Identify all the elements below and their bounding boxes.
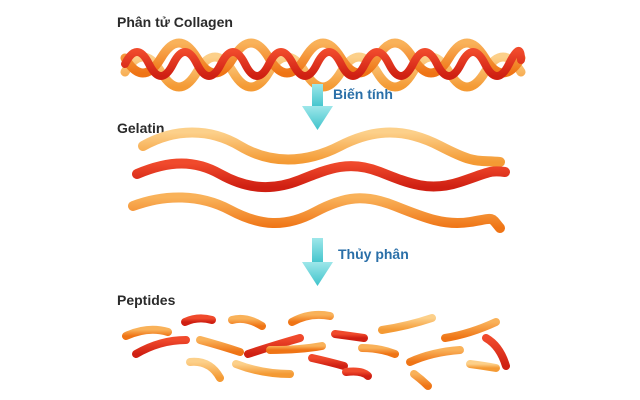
peptide-fragment	[441, 318, 500, 342]
peptide-fragment	[378, 314, 436, 334]
peptide-fragment	[196, 336, 244, 356]
peptide-fragment	[181, 314, 216, 326]
gelatin-strands	[128, 127, 510, 233]
peptide-fragment	[232, 360, 294, 378]
peptide-fragment	[288, 310, 334, 326]
denature-step-label: Biến tính	[333, 86, 393, 102]
collagen-strand-red	[121, 47, 525, 80]
peptide-fragment	[358, 344, 399, 358]
gelatin-title: Gelatin	[117, 120, 165, 136]
down-arrow-icon	[302, 238, 333, 286]
peptide-fragment	[342, 367, 372, 380]
gelatin-strand-orange	[128, 192, 505, 233]
peptide-fragment	[466, 360, 500, 372]
peptide-fragment	[482, 334, 510, 370]
peptide-fragment	[132, 336, 190, 358]
peptide-fragments	[122, 310, 510, 390]
down-arrow-icon	[302, 84, 333, 130]
gelatin-strand-light	[138, 127, 505, 167]
collagen-title: Phân tử Collagen	[117, 14, 233, 30]
peptide-fragment	[308, 354, 348, 370]
collagen-helix	[120, 38, 526, 92]
peptide-fragment	[410, 370, 432, 390]
gelatin-strand-red	[132, 158, 510, 193]
hydrolysis-step-label: Thủy phân	[338, 246, 409, 262]
peptide-fragment	[228, 314, 266, 330]
peptide-fragment	[186, 357, 224, 382]
peptide-fragment	[331, 330, 368, 342]
peptide-fragment	[266, 342, 326, 354]
peptide-fragment	[406, 346, 464, 366]
peptides-title: Peptides	[117, 292, 176, 308]
peptide-fragment	[244, 334, 304, 358]
peptide-fragment	[122, 325, 172, 340]
